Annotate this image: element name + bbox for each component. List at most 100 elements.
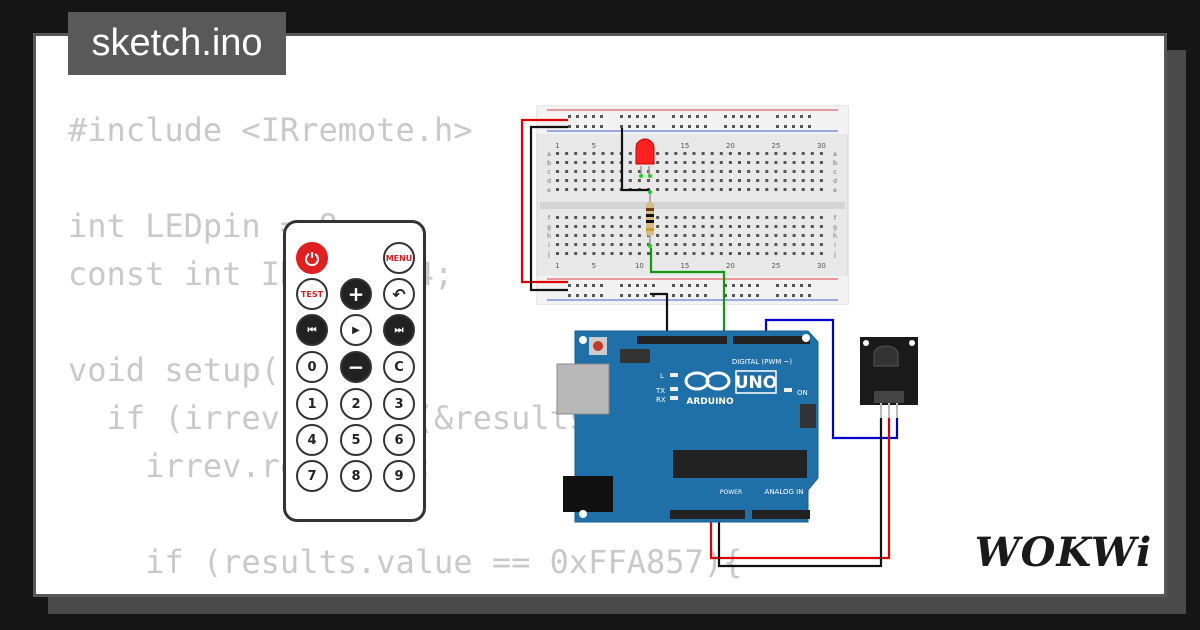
minus-icon[interactable]: − [340, 351, 372, 383]
breadboard-hole [728, 243, 732, 246]
breadboard-hole [656, 179, 660, 182]
breadboard-hole [765, 152, 769, 155]
breadboard-hole [783, 243, 787, 246]
breadboard-hole [688, 115, 691, 118]
breadboard-hole [674, 152, 678, 155]
breadboard-column-number: 20 [726, 142, 735, 150]
breadboard-row-letter: g [833, 224, 837, 231]
breadboard-row-letter: d [547, 178, 551, 185]
breadboard-hole [576, 125, 579, 128]
breadboard-hole [656, 152, 660, 155]
breadboard-hole [674, 252, 678, 255]
breadboard-hole [719, 243, 723, 246]
breadboard-hole [568, 115, 571, 118]
digit-9-button[interactable]: 9 [383, 460, 415, 492]
breadboard-hole [704, 294, 707, 297]
breadboard-row-letter: f [834, 215, 837, 222]
breadboard-hole [556, 152, 559, 155]
breadboard-column-number: 1 [555, 142, 559, 150]
breadboard-hole [619, 243, 623, 246]
digit-3-button[interactable]: 3 [383, 388, 415, 420]
breadboard-hole [620, 284, 623, 287]
digit-6-button[interactable]: 6 [383, 424, 415, 456]
breadboard-column-number: 20 [726, 262, 735, 270]
breadboard-hole [556, 225, 559, 228]
breadboard-hole [710, 152, 714, 155]
breadboard-hole [619, 252, 623, 255]
breadboard-hole [765, 225, 769, 228]
play-icon[interactable]: ▶ [340, 314, 372, 346]
breadboard-hole [583, 170, 587, 173]
breadboard-hole [792, 115, 795, 118]
power-icon[interactable] [296, 242, 328, 274]
breadboard-hole [756, 152, 760, 155]
breadboard-hole [765, 234, 769, 237]
breadboard-hole [810, 179, 814, 182]
breadboard-hole [652, 284, 655, 287]
digit-8-button[interactable]: 8 [340, 460, 372, 492]
breadboard-hole [665, 216, 669, 219]
breadboard-hole [574, 216, 578, 219]
breadboard-hole [565, 234, 569, 237]
breadboard-hole [800, 115, 803, 118]
back-icon[interactable]: ↶ [383, 278, 415, 310]
rewind-icon[interactable]: ⏮ [296, 314, 328, 346]
c-button[interactable]: C [383, 351, 415, 383]
breadboard-hole [692, 243, 696, 246]
breadboard-hole [628, 216, 632, 219]
breadboard-hole [583, 252, 587, 255]
breadboard-hole [565, 243, 569, 246]
breadboard-hole [756, 179, 760, 182]
breadboard-hole [568, 294, 571, 297]
breadboard-hole [574, 170, 578, 173]
breadboard-hole [601, 161, 605, 164]
tx-led-label: TX [655, 387, 665, 395]
breadboard-hole [819, 243, 823, 246]
breadboard-hole [740, 294, 743, 297]
breadboard-row-letter: h [833, 233, 837, 240]
breadboard-hole [728, 234, 732, 237]
breadboard-hole [747, 188, 751, 191]
breadboard-hole [738, 188, 741, 191]
breadboard-hole [592, 125, 595, 128]
breadboard-hole [783, 179, 787, 182]
menu-button[interactable]: MENU [383, 242, 415, 274]
breadboard-column-number: 25 [771, 142, 780, 150]
breadboard-hole [584, 125, 587, 128]
wire-green-pin8 [649, 248, 726, 336]
breadboard-hole [683, 161, 687, 164]
breadboard-hole [637, 234, 641, 237]
breadboard-hole [732, 294, 735, 297]
breadboard-hole [710, 234, 714, 237]
breadboard-hole [801, 170, 805, 173]
breadboard-hole [636, 284, 639, 287]
breadboard-hole [765, 170, 769, 173]
breadboard-hole [583, 225, 587, 228]
breadboard-hole [644, 125, 647, 128]
breadboard-hole [652, 294, 655, 297]
digit-4-button[interactable]: 4 [296, 424, 328, 456]
breadboard-row-letter: c [833, 169, 836, 176]
breadboard-hole [792, 179, 796, 182]
test-button[interactable]: TEST [296, 278, 328, 310]
breadboard-hole [756, 161, 760, 164]
digit-1-button[interactable]: 1 [296, 388, 328, 420]
breadboard-hole [756, 294, 759, 297]
breadboard-hole [583, 152, 587, 155]
breadboard-column-number: 15 [680, 142, 689, 150]
digit-7-button[interactable]: 7 [296, 460, 328, 492]
digit-2-button[interactable]: 2 [340, 388, 372, 420]
breadboard-hole [647, 179, 650, 182]
breadboard-hole [692, 179, 696, 182]
breadboard-hole [672, 284, 675, 287]
digit-5-button[interactable]: 5 [340, 424, 372, 456]
plus-icon[interactable]: + [340, 278, 372, 310]
breadboard-row-letter: d [833, 178, 837, 185]
breadboard-hole [738, 161, 741, 164]
breadboard-hole [656, 216, 660, 219]
digit-0-button[interactable]: 0 [296, 351, 328, 383]
breadboard-hole [696, 294, 699, 297]
fast-forward-icon[interactable]: ⏭ [383, 314, 415, 346]
breadboard-hole [574, 243, 578, 246]
breadboard-hole [800, 294, 803, 297]
